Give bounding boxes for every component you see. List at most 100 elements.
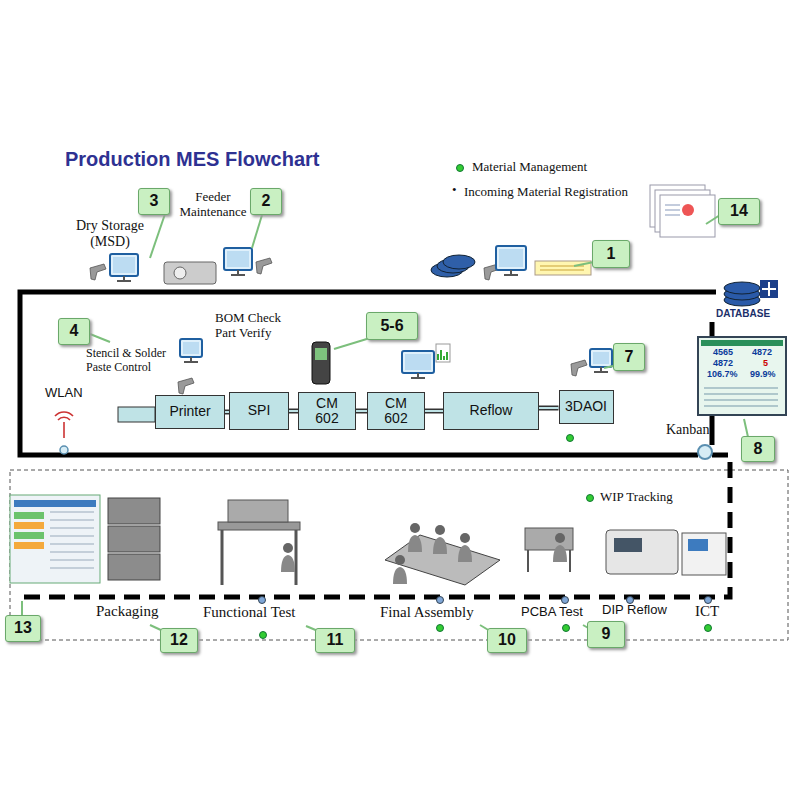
node-text: 8 xyxy=(754,440,763,458)
test-bench-legs xyxy=(222,530,296,585)
node-text: Reflow xyxy=(470,403,513,418)
node-text: 13 xyxy=(14,619,32,637)
monitor-stand xyxy=(411,373,425,378)
annotation-label: ICT xyxy=(695,603,719,620)
callout-number: 1 xyxy=(592,240,630,268)
monitor-stand xyxy=(504,270,518,275)
report-lines xyxy=(665,205,680,215)
node-text: 4 xyxy=(70,322,79,340)
monitor-screen xyxy=(110,254,138,276)
callout-leader xyxy=(604,366,613,368)
chart-bars xyxy=(438,350,447,360)
node-text: 7 xyxy=(625,348,634,366)
barcode-scanner xyxy=(256,258,272,274)
test-bench-shelf xyxy=(228,500,288,522)
station-dot xyxy=(259,597,266,604)
monitor-glass xyxy=(183,342,199,354)
wlan-antenna xyxy=(55,412,73,438)
kanban-figure: 4565 xyxy=(713,347,733,357)
annotation-label: Stencil & Solder Paste Control xyxy=(86,347,190,375)
callout-number: 5-6 xyxy=(366,312,418,340)
conveyor-stub xyxy=(118,407,155,422)
conveyor-link xyxy=(289,409,298,414)
monitor-stand xyxy=(231,270,245,275)
wlan-node xyxy=(60,446,68,454)
annotation-label: Functional Test xyxy=(203,604,295,621)
callout-number: 3 xyxy=(138,188,170,215)
person-body xyxy=(553,545,567,562)
material-label-strip xyxy=(535,261,591,275)
node-text: CM 602 xyxy=(381,396,411,427)
node-text: 14 xyxy=(730,202,748,220)
barcode-scanner xyxy=(90,264,106,280)
kanban-screen xyxy=(698,337,786,415)
monitor-glass xyxy=(113,257,135,273)
annotation-label: BOM Check Part Verify xyxy=(215,311,297,341)
callout-leader xyxy=(252,215,262,248)
node-text: 5-6 xyxy=(380,317,403,335)
material-reel xyxy=(443,255,475,269)
conveyor-rail-gap xyxy=(289,410,298,412)
database-badge xyxy=(760,280,778,298)
node-text: 3DAOI xyxy=(565,399,607,414)
report-pie xyxy=(682,204,694,216)
monitor-glass xyxy=(593,352,609,364)
diagram-title: Production MES Flowchart xyxy=(65,148,319,171)
wip-region xyxy=(10,470,788,640)
packaging-box xyxy=(108,498,160,524)
screenshot-table xyxy=(50,512,94,568)
status-dot xyxy=(437,625,444,632)
kanban-figure: 4872 xyxy=(752,347,772,357)
monitor-icon xyxy=(496,246,526,275)
screenshot-field xyxy=(14,542,44,549)
kanban-figure: 4872 xyxy=(713,358,733,368)
monitor-icon xyxy=(590,349,612,372)
process-box: 3DAOI xyxy=(559,390,614,424)
node-text: SPI xyxy=(248,403,271,418)
status-dot xyxy=(567,435,574,442)
monitor-screen xyxy=(496,246,526,270)
report-page xyxy=(660,195,715,237)
callout-number: 2 xyxy=(250,188,282,215)
node-text: 9 xyxy=(602,625,611,643)
monitor-screen xyxy=(180,339,202,357)
monitor-glass xyxy=(499,249,523,267)
person-head xyxy=(555,533,565,543)
screenshot-field xyxy=(14,522,44,529)
station-dot xyxy=(705,597,712,604)
status-dot xyxy=(563,625,570,632)
monitor-icon xyxy=(402,351,434,378)
annotation-label: Packaging xyxy=(96,603,158,620)
callout-leader xyxy=(150,214,165,258)
annotation-label: Material Management xyxy=(472,160,587,175)
pcba-desk xyxy=(525,528,573,550)
callout-leader xyxy=(744,419,748,437)
kanban-figure: 5 xyxy=(763,358,768,368)
annotation-label: Incoming Material Registration xyxy=(464,185,628,200)
callout-leader xyxy=(334,338,370,349)
monitor-icon xyxy=(180,339,202,362)
smt-line-frame xyxy=(20,292,716,455)
callout-number: 8 xyxy=(741,436,775,462)
callout-number: 10 xyxy=(487,628,527,653)
node-text: 2 xyxy=(262,192,271,210)
monitor-screen xyxy=(590,349,612,367)
process-box: CM 602 xyxy=(367,392,425,430)
packaging-box xyxy=(108,554,160,580)
process-box: CM 602 xyxy=(298,392,356,430)
node-text: Printer xyxy=(169,404,210,419)
annotation-label: Final Assembly xyxy=(380,604,474,621)
callout-number: 12 xyxy=(160,628,198,653)
screenshot-field xyxy=(14,532,44,539)
monitor-icon xyxy=(110,254,138,281)
person-body xyxy=(281,555,295,572)
process-box: Printer xyxy=(155,395,225,429)
annotation-label: DIP Reflow xyxy=(602,603,667,618)
kanban-figure: 99.9% xyxy=(750,369,776,379)
annotation-label: Kanban xyxy=(666,422,710,438)
database-disk xyxy=(724,282,760,294)
node-text: 11 xyxy=(327,631,344,649)
station-dot xyxy=(437,597,444,604)
person-head xyxy=(395,555,405,565)
